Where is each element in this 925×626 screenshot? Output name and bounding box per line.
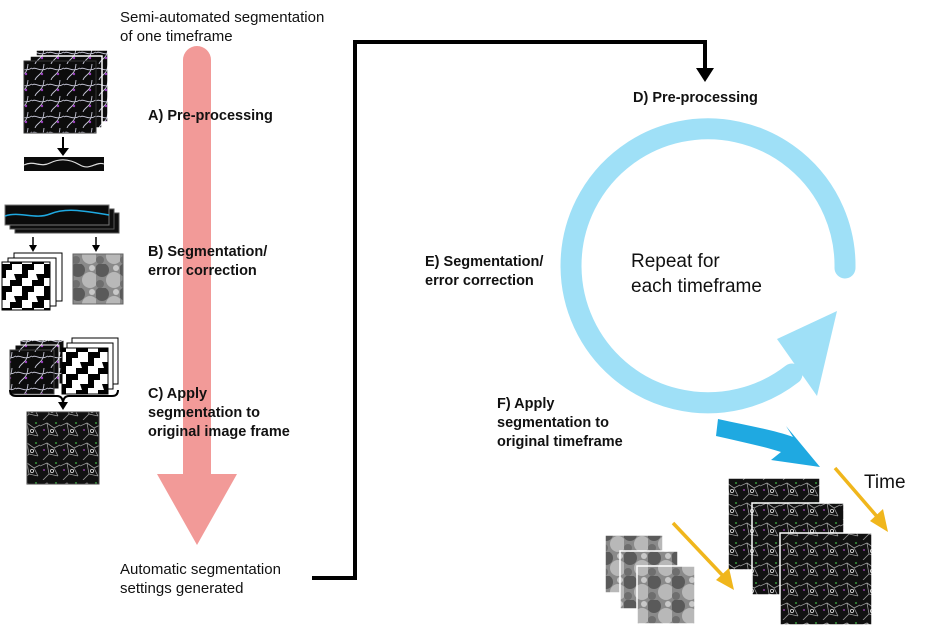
step-b-label-line1: B) Segmentation/ bbox=[148, 244, 268, 260]
step-f-label-line2: segmentation to bbox=[497, 415, 609, 431]
left-header-line2: of one timeframe bbox=[120, 28, 233, 45]
repeat-cycle-arrowhead bbox=[777, 311, 837, 396]
probability-map-thumbnail bbox=[72, 253, 124, 305]
cycle-label-line2: each timeframe bbox=[631, 276, 762, 297]
segmented-timeframe-stack bbox=[727, 477, 873, 626]
segmentation-strip-thumbnail bbox=[4, 204, 120, 234]
time-label: Time bbox=[864, 472, 906, 493]
step-e-label-line2: error correction bbox=[425, 273, 534, 289]
step-a-label: A) Pre-processing bbox=[148, 108, 273, 124]
time-arrow-segmented bbox=[833, 466, 888, 532]
preprocessing-stack-thumbnail bbox=[23, 49, 109, 134]
repeat-cycle-arrow bbox=[560, 118, 856, 414]
step-c-label-line3: original image frame bbox=[148, 424, 290, 440]
step-e-label-line1: E) Segmentation/ bbox=[425, 254, 544, 270]
connector-arrowhead bbox=[696, 68, 714, 82]
cycle-label-line1: Repeat for bbox=[631, 251, 720, 272]
overlay-stack-thumbnail bbox=[9, 339, 65, 395]
footer-line1: Automatic segmentation bbox=[120, 561, 281, 578]
preprocessed-strip-thumbnail bbox=[23, 157, 105, 171]
left-header-line1: Semi-automated segmentation bbox=[120, 9, 325, 26]
step-f-label-line1: F) Apply bbox=[497, 396, 555, 412]
step-c-label-line1: C) Apply bbox=[148, 386, 208, 402]
binary-mask-thumbnail bbox=[1, 252, 63, 311]
raw-timeframe-stack bbox=[604, 534, 696, 625]
footer-line2: settings generated bbox=[120, 580, 244, 597]
segmented-frame-thumbnail bbox=[26, 411, 100, 485]
step-d-label: D) Pre-processing bbox=[633, 90, 758, 106]
mask-stack-thumbnail bbox=[61, 337, 119, 395]
connector-line bbox=[312, 40, 707, 580]
output-arrow bbox=[716, 419, 820, 467]
step-f-label-line3: original timeframe bbox=[497, 434, 623, 450]
progress-down-arrow bbox=[157, 46, 237, 545]
step-b-label-line2: error correction bbox=[148, 263, 257, 279]
step-c-label-line2: segmentation to bbox=[148, 405, 260, 421]
time-arrow-raw bbox=[671, 521, 734, 590]
